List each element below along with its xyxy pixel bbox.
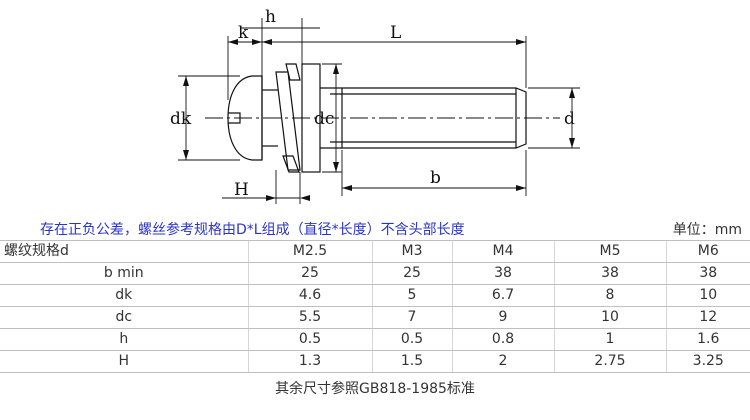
standard-footnote: 其余尺寸参照GB818-1985标准 — [275, 381, 475, 397]
flat-washer — [301, 63, 321, 173]
table-cell: 12 — [665, 306, 750, 329]
table-row: b min 25 25 38 38 38 — [0, 262, 750, 285]
table-header-cell: 螺纹规格d — [0, 240, 248, 263]
table-row: h 0.5 0.5 0.8 1 1.6 — [0, 328, 750, 351]
table-cell: 7 — [371, 306, 452, 329]
table-cell: 0.5 — [371, 328, 452, 351]
table-header-cell: M3 — [371, 240, 452, 263]
table-cell: 38 — [451, 262, 554, 285]
table-cell: 25 — [247, 262, 372, 285]
row-label: dc — [0, 306, 248, 329]
tolerance-note: 存在正负公差，螺丝参考规格由D*L组成（直径*长度）不含头部长度 — [40, 222, 465, 238]
table-header-cell: M2.5 — [247, 240, 372, 263]
unit-label: 单位：mm — [672, 222, 742, 238]
table-cell: 8 — [553, 284, 666, 307]
label-L: L — [390, 23, 401, 43]
table-cell: 5 — [371, 284, 452, 307]
table-row: H 1.3 1.5 2 2.75 3.25 — [0, 350, 750, 373]
screw-shank — [320, 87, 527, 149]
label-dk: dk — [170, 109, 192, 129]
table-row: dc 5.5 7 9 10 12 — [0, 306, 750, 329]
row-label: dk — [0, 284, 248, 307]
table-cell: 2 — [451, 350, 554, 373]
table-cell: 1.3 — [247, 350, 372, 373]
screw-drawing: h k L dk dc d H b — [170, 7, 580, 204]
table-cell: 1.5 — [371, 350, 452, 373]
spec-table: 螺纹规格d M2.5 M3 M4 M5 M6 b min 25 25 38 38… — [0, 240, 750, 373]
label-H: H — [234, 180, 249, 200]
head-slot — [228, 112, 241, 124]
screw-head — [227, 75, 263, 161]
table-cell: 2.75 — [553, 350, 666, 373]
table-cell: 1.6 — [665, 328, 750, 351]
table-header-cell: M5 — [553, 240, 666, 263]
table-row: dk 4.6 5 6.7 8 10 — [0, 284, 750, 307]
note-row: 存在正负公差，螺丝参考规格由D*L组成（直径*长度）不含头部长度 单位：mm — [0, 218, 750, 240]
row-label: H — [0, 350, 248, 373]
table-cell: 25 — [371, 262, 452, 285]
table-header-row: 螺纹规格d M2.5 M3 M4 M5 M6 — [0, 240, 750, 263]
table-cell: 0.5 — [247, 328, 372, 351]
table-cell: 38 — [553, 262, 666, 285]
table-header-cell: M6 — [665, 240, 750, 263]
label-h: h — [265, 7, 276, 27]
table-cell: 38 — [665, 262, 750, 285]
table-cell: 5.5 — [247, 306, 372, 329]
table-cell: 10 — [665, 284, 750, 307]
table-header-cell: M4 — [451, 240, 554, 263]
label-b: b — [430, 168, 441, 188]
table-cell: 4.6 — [247, 284, 372, 307]
table-cell: 10 — [553, 306, 666, 329]
label-d: d — [564, 109, 575, 129]
label-dc: dc — [314, 109, 334, 129]
table-cell: 9 — [451, 306, 554, 329]
row-label: h — [0, 328, 248, 351]
spring-washer — [275, 71, 301, 171]
table-cell: 0.8 — [451, 328, 554, 351]
table-cell: 3.25 — [665, 350, 750, 373]
table-cell: 6.7 — [451, 284, 554, 307]
table-cell: 1 — [553, 328, 666, 351]
label-k: k — [238, 23, 249, 43]
row-label: b min — [0, 262, 248, 285]
